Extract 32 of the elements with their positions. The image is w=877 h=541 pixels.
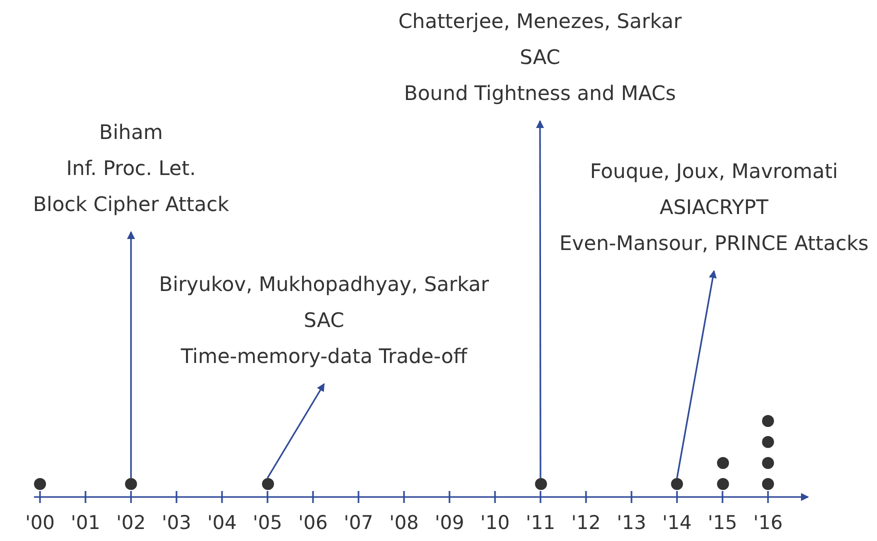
arrow xyxy=(127,231,135,478)
year-label: '13 xyxy=(616,512,646,534)
arrow xyxy=(676,270,717,478)
year-label: '12 xyxy=(571,512,601,534)
year-label: '14 xyxy=(662,512,692,534)
event-dot xyxy=(671,478,683,490)
event-dot xyxy=(34,478,46,490)
year-label: '15 xyxy=(708,512,738,534)
year-label: '07 xyxy=(344,512,374,534)
event-dot xyxy=(716,457,728,469)
year-label: '03 xyxy=(162,512,192,534)
event-dot xyxy=(262,478,274,490)
event-dot xyxy=(762,415,774,427)
event-dot xyxy=(762,478,774,490)
year-label: '16 xyxy=(753,512,783,534)
year-label: '06 xyxy=(298,512,328,534)
event-dot xyxy=(762,436,774,448)
year-label: '08 xyxy=(389,512,419,534)
year-label: '05 xyxy=(252,512,282,534)
event-dot xyxy=(534,478,546,490)
year-label: '10 xyxy=(480,512,510,534)
event-dot xyxy=(762,457,774,469)
year-label: '09 xyxy=(434,512,464,534)
event-dot xyxy=(125,478,137,490)
year-label: '01 xyxy=(70,512,100,534)
year-label: '02 xyxy=(116,512,146,534)
event-dot xyxy=(716,478,728,490)
year-label: '11 xyxy=(526,512,556,534)
arrow xyxy=(266,383,325,478)
year-label: '04 xyxy=(207,512,237,534)
year-label: '00 xyxy=(25,512,55,534)
arrow xyxy=(536,120,544,478)
